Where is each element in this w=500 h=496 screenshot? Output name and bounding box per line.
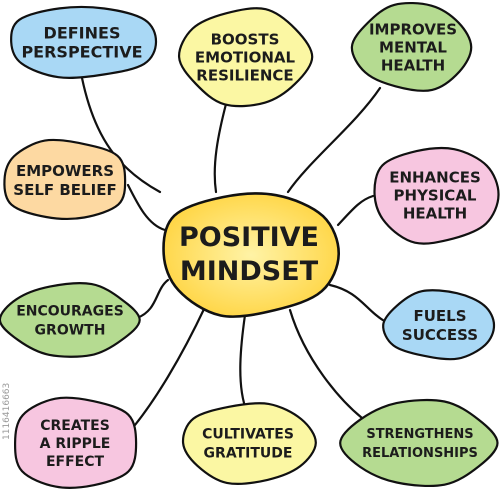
bubble-label-line: GROWTH	[35, 323, 106, 339]
bubble-label-line: SUCCESS	[402, 326, 478, 344]
center-bubble-shape	[162, 192, 341, 318]
connector-defines-perspective	[80, 76, 162, 194]
stock-id-watermark: 1116416663	[2, 383, 12, 440]
connector-cultivates-gratitude	[239, 313, 247, 405]
connector-boosts-emotional-resilience	[213, 102, 228, 194]
bubble-label-line: CULTIVATES	[202, 427, 294, 443]
bubble-shape	[181, 402, 317, 485]
center-label-line: POSITIVE	[179, 222, 319, 253]
bubble-label-line: PERSPECTIVE	[21, 42, 142, 61]
bubble-shape	[177, 7, 314, 108]
connector-improves-mental-health	[286, 86, 382, 194]
bubble-label-line: PHYSICAL	[394, 186, 477, 204]
bubble-label-line: RESILIENCE	[196, 66, 293, 84]
bubble-label-line: DEFINES	[44, 23, 121, 42]
connector-empowers-self-belief	[126, 183, 167, 232]
bubble-encourages-growth: ENCOURAGES GROWTH	[0, 282, 141, 358]
bubble-label-line: SELF BELIEF	[13, 181, 116, 199]
bubble-label-line: ENCOURAGES	[16, 304, 124, 320]
center-label-line: MINDSET	[180, 256, 319, 287]
connector-creates-a-ripple-effect	[133, 305, 207, 427]
bubble-label-line: MENTAL	[379, 38, 447, 56]
bubble-shape	[373, 146, 500, 245]
bubble-shape	[3, 138, 127, 220]
bubble-label-line: EMPOWERS	[16, 162, 114, 180]
bubble-label-line: CREATES	[40, 418, 110, 434]
bubble-label-line: FUELS	[413, 307, 466, 325]
bubble-label-line: HEALTH	[381, 56, 445, 74]
bubble-label-line: STRENGTHENS	[366, 427, 473, 442]
bubble-label-line: ENHANCES	[389, 168, 481, 186]
bubble-label-line: HEALTH	[403, 204, 467, 222]
connector-encourages-growth	[135, 278, 170, 320]
bubble-shape	[0, 282, 141, 358]
connector-strengthens-relationships	[288, 308, 364, 420]
bubble-label-line: EFFECT	[46, 454, 105, 470]
bubble-shape	[339, 398, 499, 488]
bubble-label-line: GRATITUDE	[204, 446, 293, 462]
bubble-label-line: RELATIONSHIPS	[362, 446, 478, 461]
connector-fuels-success	[328, 283, 388, 324]
connector-lines	[80, 76, 388, 427]
bubble-strengthens-relationships: STRENGTHENS RELATIONSHIPS	[339, 398, 499, 488]
connector-enhances-physical-health	[336, 194, 375, 227]
bubble-shape	[382, 289, 496, 361]
bubble-shape	[350, 1, 473, 92]
bubble-label-line: IMPROVES	[369, 20, 457, 38]
bubble-label-line: EMOTIONAL	[195, 48, 296, 66]
bubble-shape	[13, 396, 138, 489]
bubble-label-line: BOOSTS	[211, 30, 280, 48]
bubble-creates-a-ripple-effect: CREATES A RIPPLE EFFECT	[13, 396, 138, 489]
bubble-label-line: A RIPPLE	[40, 436, 111, 452]
bubble-cultivates-gratitude: CULTIVATES GRATITUDE	[181, 402, 317, 485]
bubble-shape	[10, 5, 158, 80]
